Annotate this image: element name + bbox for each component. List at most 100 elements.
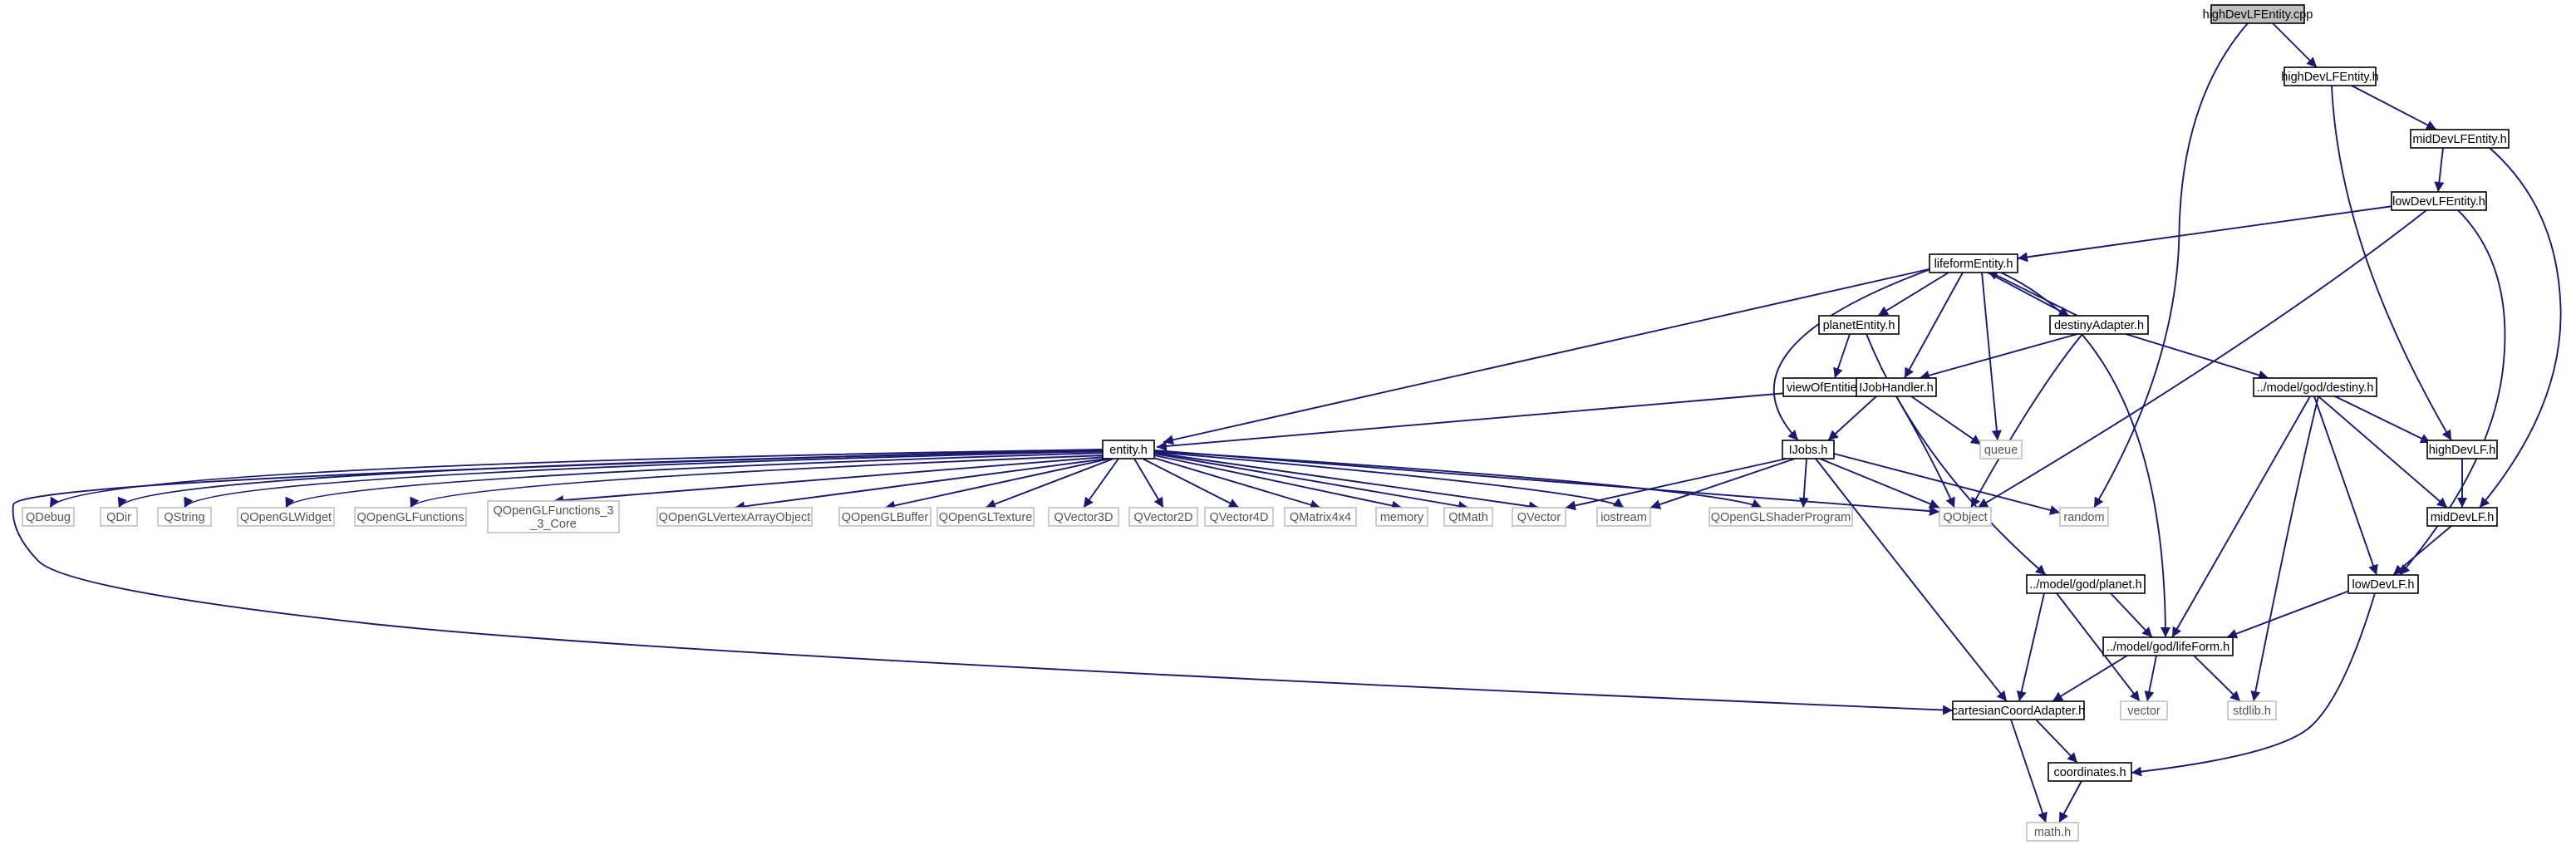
node-planet_h[interactable]: ../model/god/planet.h bbox=[2026, 574, 2146, 594]
node-box bbox=[1128, 507, 1198, 527]
node-highDevLF[interactable]: highDevLF.h bbox=[2426, 440, 2498, 459]
edge-arrow bbox=[1833, 453, 2061, 515]
node-coordinates[interactable]: coordinates.h bbox=[2048, 762, 2132, 782]
node-destiny_h[interactable]: ../model/god/destiny.h bbox=[2253, 377, 2377, 397]
node-label: QDebug bbox=[26, 511, 71, 524]
node-box bbox=[157, 507, 212, 527]
node-box bbox=[2210, 4, 2305, 24]
edge-lowDevLF-to-lifeForm_h bbox=[2226, 589, 2352, 639]
node-box bbox=[2227, 700, 2277, 720]
node-label: QDir bbox=[106, 511, 131, 524]
edge-entity_h-to-QVector3D bbox=[1083, 458, 1119, 509]
node-box bbox=[2026, 574, 2146, 594]
edge-lfe_h-to-entity_h bbox=[1163, 267, 1937, 445]
edge-arrow bbox=[1981, 272, 2002, 441]
node-box bbox=[2347, 574, 2419, 594]
node-QMatrix4x4: QMatrix4x4 bbox=[1284, 507, 1357, 527]
edge-arrow bbox=[1153, 453, 1469, 511]
node-label: QOpenGLFunctions bbox=[357, 511, 465, 524]
node-label: ../model/god/planet.h bbox=[2029, 578, 2141, 592]
node-QOpenGLShaderProgram: QOpenGLShaderProgram bbox=[1708, 507, 1853, 527]
edge-layer bbox=[12, 22, 2562, 823]
edge-destiny_h-to-midDevLF bbox=[2318, 396, 2448, 509]
node-IJobs_h[interactable]: IJobs.h bbox=[1782, 440, 1835, 459]
edge-entity_h-to-QOpenGLVAO bbox=[734, 458, 1108, 512]
node-memory: memory bbox=[1375, 507, 1428, 527]
node-QVector3D: QVector3D bbox=[1048, 507, 1119, 527]
edge-arrow bbox=[1156, 392, 1787, 451]
edge-entity_h-to-QVector bbox=[1153, 452, 1540, 512]
node-label: QOpenGLFunctions_3 bbox=[493, 504, 613, 518]
node-QOpenGLFunctions: QOpenGLFunctions bbox=[354, 507, 467, 527]
node-destinyAdapter[interactable]: destinyAdapter.h bbox=[2049, 315, 2149, 335]
node-lifeForm_h[interactable]: ../model/god/lifeForm.h bbox=[2102, 636, 2234, 656]
node-entity_h[interactable]: entity.h bbox=[1102, 440, 1155, 459]
edge-arrow bbox=[1649, 458, 1796, 509]
node-box bbox=[2026, 822, 2079, 842]
node-label: QVector3D bbox=[1054, 511, 1113, 524]
node-box bbox=[354, 507, 467, 527]
edge-lifeForm_h-to-stdlib bbox=[2193, 655, 2241, 702]
node-label: viewOfEntities.h bbox=[1787, 381, 1873, 395]
edge-IJobHandler-to-QObject bbox=[1895, 396, 1955, 509]
node-midDevLF[interactable]: midDevLF.h bbox=[2426, 507, 2498, 527]
node-QDir: QDir bbox=[100, 507, 138, 527]
node-label: IJobs.h bbox=[1789, 444, 1828, 457]
node-stdlib: stdlib.h bbox=[2227, 700, 2277, 720]
node-label: memory bbox=[1380, 511, 1424, 524]
edge-arrow bbox=[1815, 458, 2008, 702]
node-QVector: QVector bbox=[1512, 507, 1566, 527]
node-lfe_h[interactable]: lifeformEntity.h bbox=[1929, 253, 2018, 273]
edge-destinyAdapter-to-IJobHandler bbox=[1919, 333, 2078, 381]
edge-planet_h-to-cartesian bbox=[2016, 592, 2045, 702]
edge-coordinates-to-math_h bbox=[2058, 780, 2082, 823]
node-box bbox=[1708, 507, 1853, 527]
edge-IJobHandler-to-IJobs_h bbox=[1827, 396, 1877, 441]
edge-arrow bbox=[1772, 268, 1934, 441]
edge-arrow bbox=[184, 450, 1104, 509]
node-ldle_h[interactable]: lowDevLFEntity.h bbox=[2391, 191, 2487, 211]
node-QDebug: QDebug bbox=[22, 507, 75, 527]
edge-entity_h-to-QOpenGLShaderProgram bbox=[1153, 450, 1762, 509]
edge-viewOfEntities-to-entity_h bbox=[1156, 392, 1787, 451]
node-cartesian[interactable]: cartesianCoordAdapter.h bbox=[1952, 700, 2085, 720]
node-box bbox=[1939, 507, 1992, 527]
edge-arrow bbox=[410, 454, 1104, 509]
edge-lfe_h-to-IJobs_h bbox=[1772, 268, 1934, 441]
edge-ldle_h-to-QObject bbox=[1977, 209, 2427, 509]
node-label: vector bbox=[2127, 705, 2161, 718]
node-box bbox=[1512, 507, 1566, 527]
edge-entity_h-to-QVector4D bbox=[1142, 458, 1240, 509]
node-lowDevLF[interactable]: lowDevLF.h bbox=[2347, 574, 2419, 594]
node-box bbox=[1979, 440, 2023, 459]
edge-IJobs_h-to-cartesian bbox=[1815, 458, 2008, 702]
node-label: cartesianCoordAdapter.h bbox=[1952, 705, 2085, 718]
edge-arrow bbox=[1919, 333, 2078, 381]
edge-arrow bbox=[2250, 396, 2319, 702]
edge-planet_h-to-lifeForm_h bbox=[2110, 592, 2153, 638]
node-root[interactable]: highDevLFEntity.cpp bbox=[2203, 4, 2313, 24]
node-math_h: math.h bbox=[2026, 822, 2079, 842]
edge-mdle_h-to-midDevLF bbox=[2479, 147, 2562, 509]
node-planetEntity[interactable]: planetEntity.h bbox=[1818, 315, 1900, 335]
node-mdle_h[interactable]: midDevLFEntity.h bbox=[2410, 129, 2510, 149]
node-label: QOpenGLShaderProgram bbox=[1711, 511, 1851, 524]
edge-IJobs_h-to-QObject bbox=[1819, 458, 1940, 509]
edge-lowDevLF-to-coordinates bbox=[2131, 592, 2376, 777]
node-box bbox=[1818, 315, 1900, 335]
node-box bbox=[237, 507, 335, 527]
edge-arrow bbox=[49, 449, 1104, 509]
edge-arrow bbox=[1877, 272, 1949, 317]
node-label: entity.h bbox=[1109, 444, 1148, 457]
edge-entity_h-to-QString bbox=[184, 450, 1104, 509]
edge-arrow bbox=[2144, 655, 2157, 702]
node-box bbox=[2426, 440, 2498, 459]
node-box bbox=[838, 507, 932, 527]
edge-arrow bbox=[2313, 396, 2378, 576]
edge-arrow bbox=[2171, 396, 2311, 638]
node-IJobHandler[interactable]: IJobHandler.h bbox=[1856, 377, 1937, 397]
edge-entity_h-to-QtMath bbox=[1153, 453, 1469, 511]
node-label: random bbox=[2063, 511, 2104, 524]
edge-arrow bbox=[1142, 458, 1240, 509]
node-hdle_h[interactable]: highDevLFEntity.h bbox=[2281, 66, 2379, 86]
